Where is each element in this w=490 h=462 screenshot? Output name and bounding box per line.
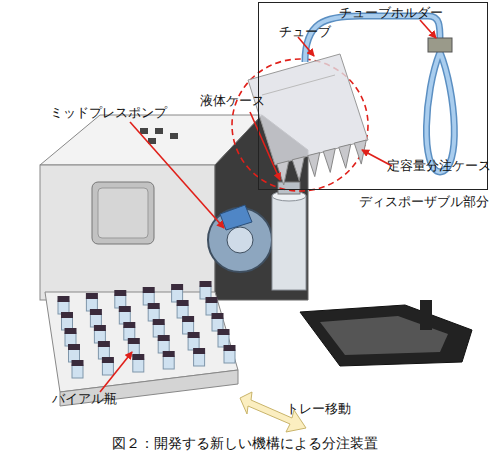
part-label: バイアル瓶	[52, 392, 117, 406]
inset-frame: チューブホルダーチューブ定容量分注ケースディスポーザブル部分	[258, 2, 488, 190]
part-label: トレー移動	[286, 402, 351, 416]
nozzles	[277, 140, 367, 185]
part-label: チューブホルダー	[339, 6, 443, 20]
liquid-case-symbol	[272, 196, 306, 290]
part-label: ミッドプレスポンプ	[50, 106, 167, 120]
vial-grid	[58, 281, 236, 378]
part-label: チューブ	[279, 25, 331, 39]
device-front	[40, 165, 215, 300]
figure-caption: 図２：開発する新しい機構による分注装置	[112, 436, 378, 451]
part-label: ディスポーザブル部分	[359, 195, 489, 209]
part-label: 定容量分注ケース	[387, 159, 490, 173]
tube-holder	[428, 38, 452, 52]
side-tray	[300, 305, 472, 366]
part-label: 液体ケース	[200, 94, 265, 108]
side-block	[92, 182, 154, 244]
